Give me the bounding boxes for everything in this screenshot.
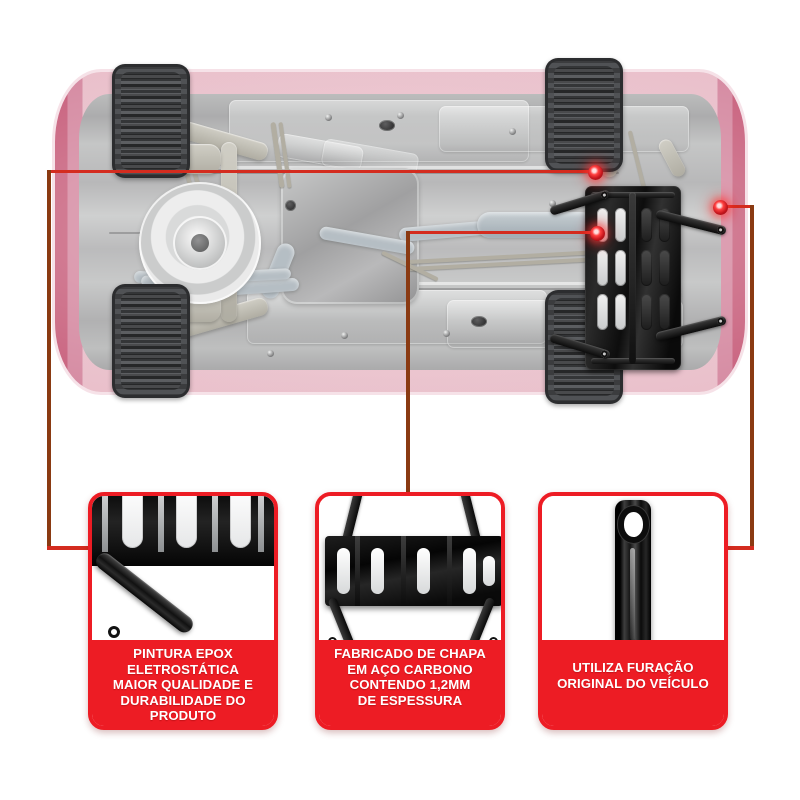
strut-eyelet — [108, 626, 120, 638]
bracket-highlight — [630, 548, 635, 640]
connector-line-2-vertical — [406, 231, 410, 493]
plate-slot — [659, 208, 670, 242]
plate-slot — [337, 548, 350, 594]
fastener — [325, 114, 332, 121]
hotspot-marker-3[interactable] — [713, 200, 728, 215]
plate-slot — [659, 250, 670, 286]
caption-line: ELETROSTÁTICA — [127, 661, 239, 677]
connector-line-2-horizontal — [406, 231, 598, 234]
feature-photo-chapa — [319, 496, 501, 648]
fastener — [549, 200, 556, 207]
caption-line: PINTURA EPOX — [133, 646, 233, 661]
plate-slot — [463, 548, 476, 594]
plate-slot — [659, 294, 670, 330]
feature-card-chapa-aco[interactable]: FABRICADO DE CHAPA EM AÇO CARBONO CONTEN… — [315, 492, 505, 730]
caption-line: EM AÇO CARBONO — [347, 661, 473, 677]
wheel-front-left — [545, 58, 623, 172]
plate-slot — [122, 496, 143, 548]
caption-line: DE ESPESSURA — [357, 692, 463, 708]
mounting-hole — [624, 512, 643, 537]
plate-slot — [597, 250, 608, 286]
feature-caption-chapa: FABRICADO DE CHAPA EM AÇO CARBONO CONTEN… — [319, 640, 501, 726]
connector-line-1-tail — [47, 546, 107, 550]
strut-eyelet — [600, 190, 609, 200]
wheel-rear-right — [112, 284, 190, 398]
drain-hole — [285, 200, 296, 211]
plate-highlight — [158, 496, 164, 552]
plate-slot — [641, 250, 652, 286]
connector-line-3-horizontal — [720, 205, 754, 208]
drain-hole — [379, 120, 395, 131]
feature-card-pintura-epox[interactable]: PINTURA EPOX ELETROSTÁTICA MAIOR QUALIDA… — [88, 492, 278, 730]
chassis-seam — [209, 288, 629, 290]
plate-slot — [417, 548, 430, 594]
fastener — [341, 332, 348, 339]
plate-rib — [401, 536, 406, 606]
plate-rib — [447, 536, 452, 606]
plate-highlight — [212, 496, 218, 552]
feature-photo-furacao — [542, 496, 724, 648]
wheel-rear-left — [112, 64, 190, 178]
feature-card-furacao[interactable]: UTILIZA FURAÇÃO ORIGINAL DO VEÍCULO — [538, 492, 728, 730]
chassis-seam — [199, 166, 619, 169]
strut-eyelet — [716, 225, 725, 235]
plate-highlight — [102, 496, 108, 552]
drain-hole — [471, 316, 487, 327]
caption-line: FABRICADO DE CHAPA — [334, 646, 486, 661]
caption-line: CONTENDO 1,2MM — [349, 677, 471, 693]
plate-highlight — [258, 496, 264, 552]
feature-caption-furacao: UTILIZA FURAÇÃO ORIGINAL DO VEÍCULO — [542, 640, 724, 726]
fastener — [443, 330, 450, 337]
plate-rib — [355, 536, 360, 606]
plate-slot — [615, 250, 626, 286]
vehicle-underside-photo — [55, 58, 745, 404]
plate-body-closeup — [325, 536, 501, 606]
strut-eyelet — [600, 349, 609, 359]
caption-line: MAIOR QUALIDADE E — [112, 677, 254, 693]
plate-slot — [615, 294, 626, 330]
skid-plate-installed — [549, 172, 728, 384]
connector-line-3-vertical — [750, 205, 754, 549]
caption-line: ORIGINAL DO VEÍCULO — [557, 675, 709, 691]
plate-slot — [615, 208, 626, 242]
fastener — [397, 112, 404, 119]
connector-line-1-horizontal — [47, 170, 599, 173]
plate-edge-closeup — [92, 496, 274, 566]
plate-rib — [629, 192, 636, 364]
hotspot-marker-2[interactable] — [590, 226, 605, 241]
plate-slot — [371, 548, 384, 594]
hotspot-marker-1[interactable] — [588, 165, 603, 180]
plate-slot — [641, 294, 652, 330]
strut-eyelet — [716, 316, 725, 326]
fastener — [509, 128, 516, 135]
connector-line-1-vertical — [47, 170, 51, 550]
plate-slot — [597, 208, 608, 242]
plate-slot — [230, 496, 251, 548]
caption-line: UTILIZA FURAÇÃO — [572, 660, 694, 675]
plate-slot — [597, 294, 608, 330]
chassis-seam — [209, 282, 629, 285]
feature-caption-pintura: PINTURA EPOX ELETROSTÁTICA MAIOR QUALIDA… — [92, 640, 274, 726]
caption-line: DURABILIDADE DO PRODUTO — [120, 692, 246, 724]
plate-slot — [483, 556, 495, 586]
fastener — [267, 350, 274, 357]
feature-photo-pintura — [92, 496, 274, 648]
plate-slot — [176, 496, 197, 548]
spare-wheel — [139, 182, 261, 304]
plate-slot — [641, 208, 652, 242]
